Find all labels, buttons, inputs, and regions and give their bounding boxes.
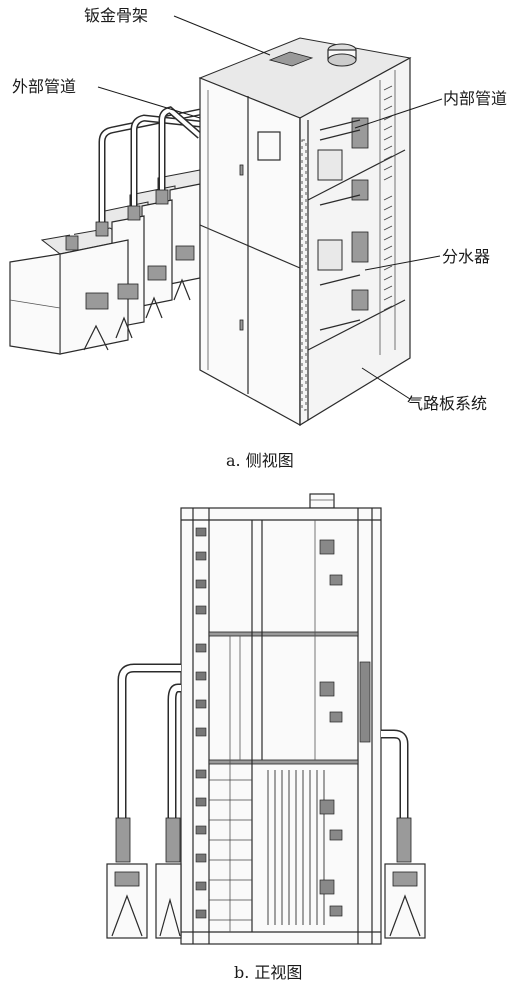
front-chimney xyxy=(309,493,335,509)
label-sheet-metal-frame: 钣金骨架 xyxy=(84,6,148,25)
label-internal-pipe: 内部管道 xyxy=(443,89,507,108)
label-external-pipe: 外部管道 xyxy=(12,77,76,96)
front-view: b. 正视图 xyxy=(106,493,426,982)
external-pipes xyxy=(65,98,203,251)
front-right-components xyxy=(319,539,371,917)
cabinet-side-panel xyxy=(199,77,301,427)
caption-front-view: b. 正视图 xyxy=(234,963,302,982)
internal-components xyxy=(317,117,369,331)
label-water-distributor: 分水器 xyxy=(442,247,490,266)
external-units xyxy=(9,169,201,355)
front-ladder xyxy=(209,779,252,921)
front-external-right xyxy=(381,729,426,939)
front-external-left xyxy=(106,663,182,939)
side-view: 钣金骨架 外部管道 内部管道 分水器 气路板系统 a. 侧视图 xyxy=(9,6,507,470)
vent-slots xyxy=(383,85,393,311)
rail-holes xyxy=(301,139,307,411)
cabinet-frame xyxy=(198,37,412,427)
caption-side-view: a. 侧视图 xyxy=(226,451,294,470)
front-left-components xyxy=(195,527,207,919)
front-vent-slots xyxy=(267,770,325,925)
label-gas-board-system: 气路板系统 xyxy=(407,394,487,413)
front-cabinet xyxy=(180,507,382,945)
